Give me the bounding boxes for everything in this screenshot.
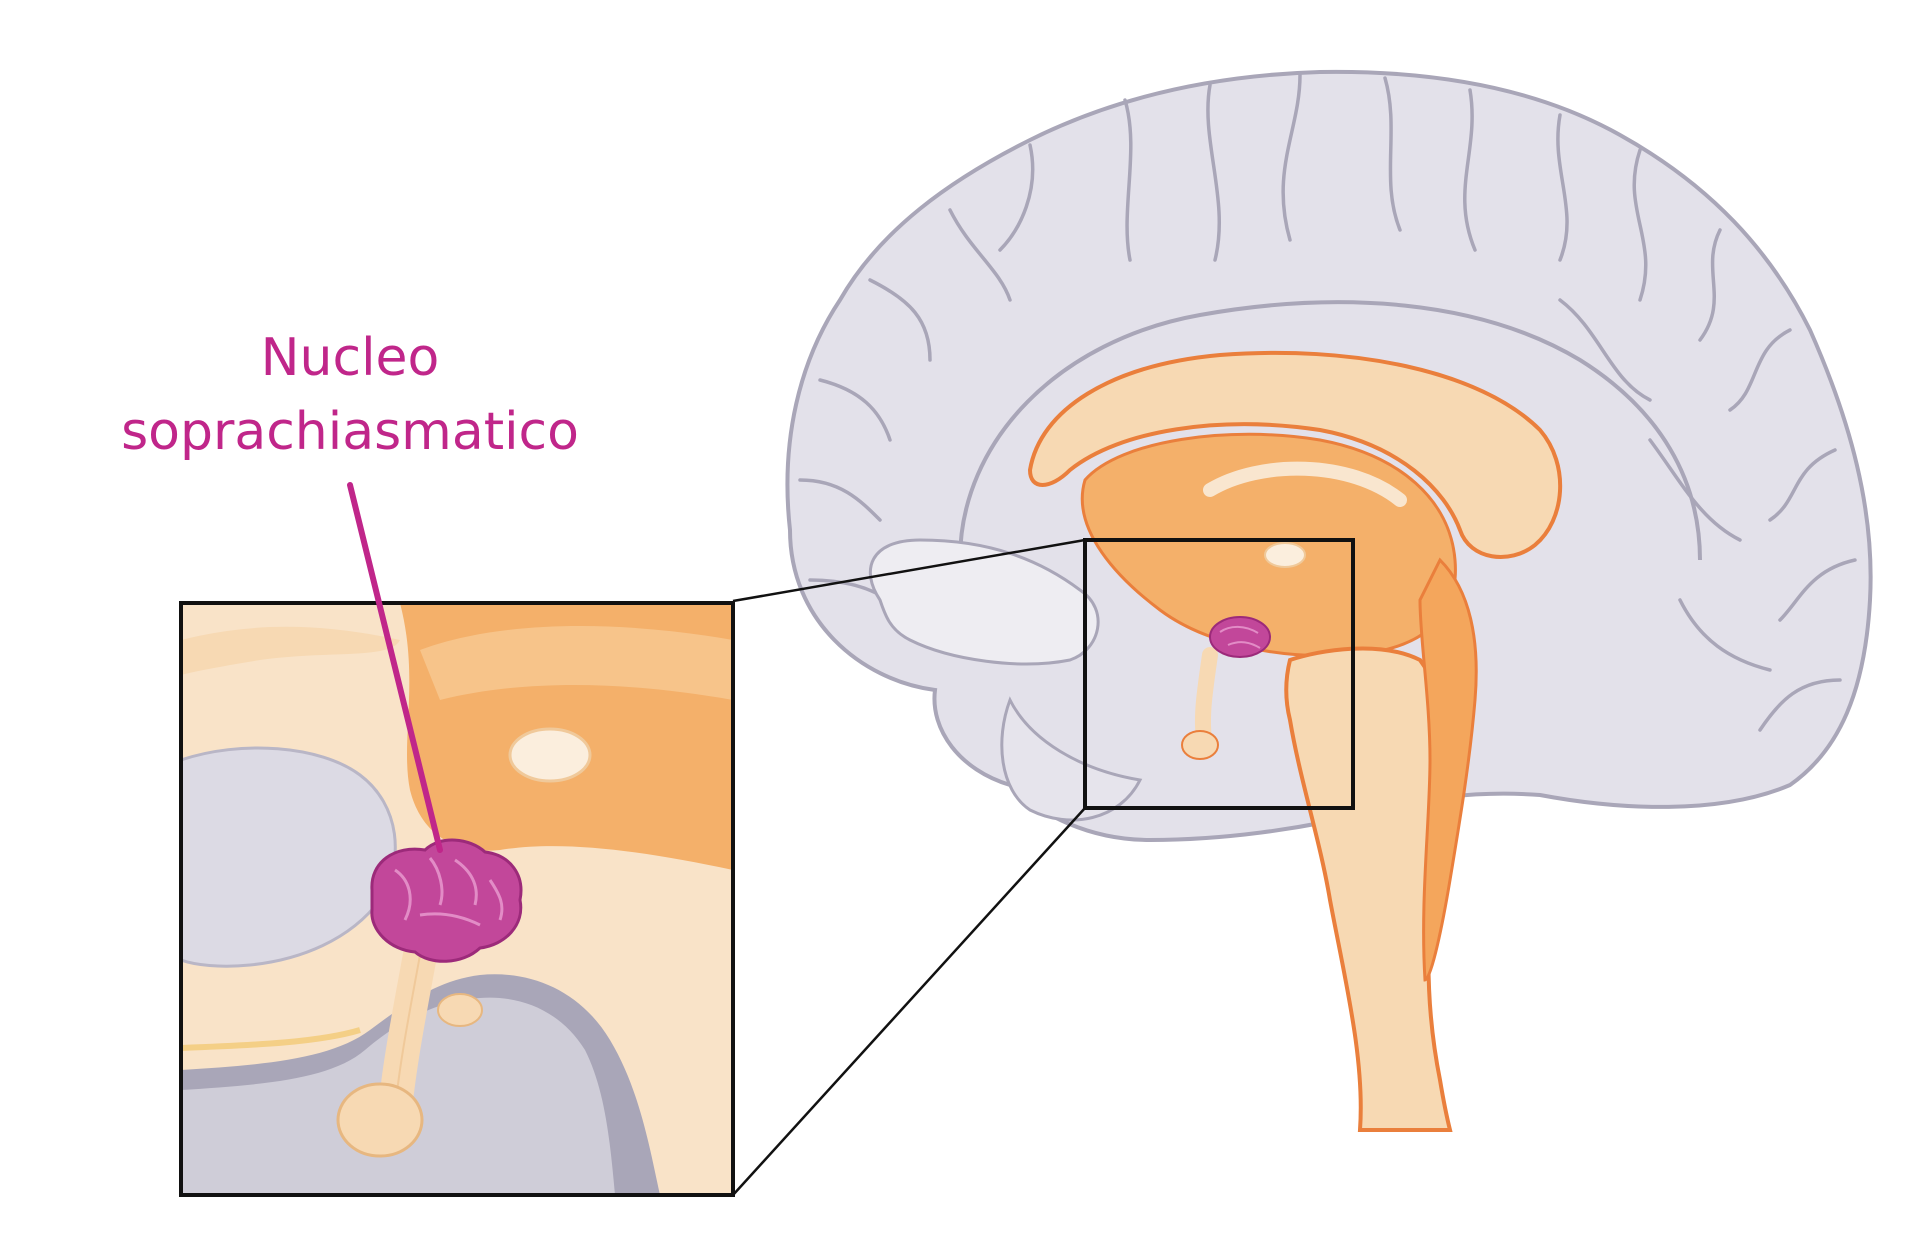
pituitary-gland [1181,730,1219,760]
temporal-lobe [869,538,1100,666]
cingulate-gyrus [958,300,1702,561]
fornix [1203,461,1407,507]
suprachiasmatic-nucleus-large [370,838,523,963]
temporal-pole [1000,696,1143,822]
massa-intermedia [1264,542,1306,568]
fourth-ventricle [1418,557,1478,982]
magnification-box [1083,538,1355,810]
inset-frame [179,601,735,1197]
sulci [798,73,1857,732]
suprachiasmatic-nucleus-small [1209,616,1271,658]
inset-detail [181,603,733,1195]
label-line-2: soprachiasmatico [121,402,579,462]
corpus-callosum [1027,350,1562,559]
deep-structures [1027,350,1562,1132]
label-pointer [347,482,443,853]
zoom-connectors [732,538,1086,1196]
label-line-1: Nucleo [260,328,440,388]
structure-label: Nucleo soprachiasmatico [90,328,610,468]
